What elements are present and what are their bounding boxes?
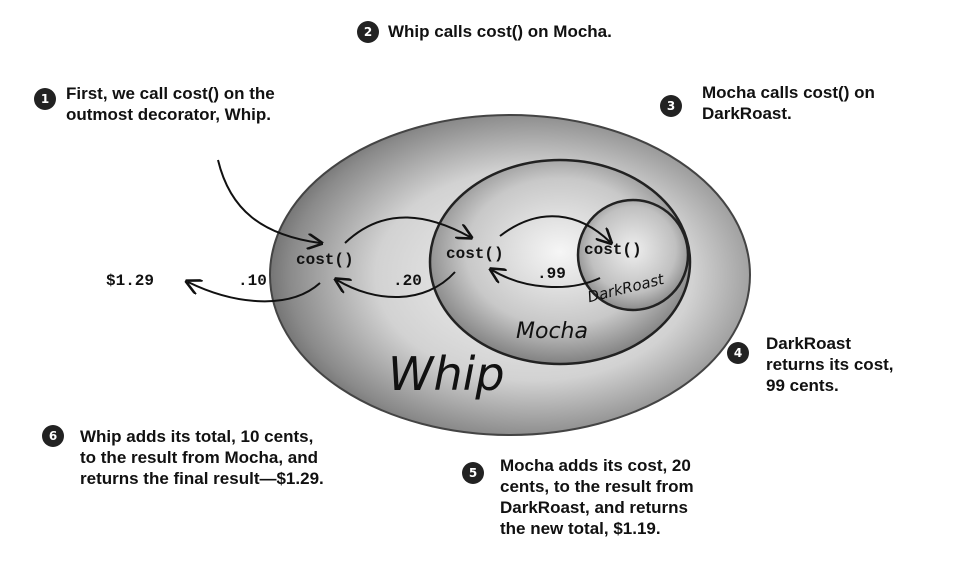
call-arrow-whip [217, 159, 320, 243]
step-3-note: Mocha calls cost() on DarkRoast. [702, 83, 875, 123]
call-arrow-mocha [344, 216, 470, 244]
step-3-badge: 3 [660, 95, 682, 117]
mocha-cost-label: cost() [446, 245, 504, 263]
step-4-note: DarkRoast returns its cost, 99 cents. [766, 334, 894, 395]
call-arrow-darkroast [499, 215, 610, 242]
final-result-label: $1.29 [106, 272, 154, 290]
return-arrow-final [188, 282, 321, 303]
whip-value-label: .10 [238, 272, 267, 290]
mocha-value-label: .20 [393, 272, 422, 290]
step-3-number: 3 [666, 99, 676, 113]
mocha-name-label: Mocha [516, 319, 588, 344]
whip-cost-label: cost() [296, 251, 354, 269]
step-6-note: Whip adds its total, 10 cents, to the re… [80, 427, 324, 488]
step-6-number: 6 [48, 429, 58, 443]
step-1-badge: 1 [34, 88, 56, 110]
step-4-number: 4 [733, 346, 743, 360]
step-5-badge: 5 [462, 462, 484, 484]
step-5-number: 5 [468, 466, 478, 480]
step-5-note: Mocha adds its cost, 20 cents, to the re… [500, 456, 694, 538]
step-2-note: Whip calls cost() on Mocha. [388, 22, 612, 41]
step-1-number: 1 [40, 92, 50, 106]
whip-name-label: Whip [388, 347, 505, 401]
step-2-number: 2 [363, 25, 373, 39]
step-2-badge: 2 [357, 21, 379, 43]
return-arrow-mocha [337, 271, 456, 298]
darkroast-value-label: .99 [537, 265, 566, 283]
step-6-badge: 6 [42, 425, 64, 447]
step-4-badge: 4 [727, 342, 749, 364]
darkroast-cost-label: cost() [584, 241, 642, 259]
step-1-note: First, we call cost() on the outmost dec… [66, 84, 275, 124]
return-arrow-darkroast [492, 270, 601, 288]
